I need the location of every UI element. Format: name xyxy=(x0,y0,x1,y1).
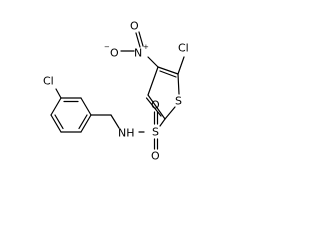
bond-th-s-c2 xyxy=(164,106,176,120)
bond-c4-nitro xyxy=(147,56,159,68)
atom-sulfonyl-o-lower: O xyxy=(151,150,160,163)
atom-cl-thiophene: Cl xyxy=(178,42,189,55)
bond-ring-c xyxy=(80,114,92,133)
bond-nitro-o-upper-1 xyxy=(135,32,141,48)
bond-th-c2-c3 xyxy=(147,94,166,120)
atom-cl-phenyl: Cl xyxy=(43,75,54,88)
bond-ring-e-inner xyxy=(54,114,64,130)
bond-ring-c-inner xyxy=(78,114,88,130)
atom-nitro-n: N xyxy=(134,47,142,60)
bond-th-c2-c3-inner xyxy=(145,97,162,117)
atom-sulfonyl-s: S xyxy=(152,126,159,139)
atom-nitro-o: O xyxy=(130,20,139,33)
atom-sulfonyl-o-upper: O xyxy=(151,99,160,112)
molecule-structure: Cl NH S O O S Cl N + O − O xyxy=(43,20,189,163)
bond-th-c4-c5 xyxy=(157,66,179,75)
bond-th-c4-c5-inner xyxy=(159,70,177,78)
nitro-o-charge: − xyxy=(104,43,110,51)
atom-labels: Cl NH S O O S Cl N + O − O xyxy=(43,20,189,163)
bond-ch2-n xyxy=(110,114,120,129)
atom-thiophene-s: S xyxy=(175,95,182,108)
bond-ring-b xyxy=(80,97,92,116)
bonds xyxy=(50,31,185,150)
bond-phenyl-cl xyxy=(55,88,62,99)
bond-ring-f xyxy=(50,97,62,116)
atom-nitro-o-minus: O xyxy=(110,47,119,60)
atom-nh: NH xyxy=(118,127,135,140)
nitro-n-charge: + xyxy=(143,43,149,51)
bond-s-c2 xyxy=(159,118,166,127)
bond-ring-e xyxy=(50,114,62,133)
bond-th-c3-c4 xyxy=(147,66,159,96)
bond-th-c5-s xyxy=(177,73,180,95)
bond-thiophene-cl xyxy=(177,56,185,75)
bond-nitro-o-upper-2 xyxy=(138,31,144,47)
